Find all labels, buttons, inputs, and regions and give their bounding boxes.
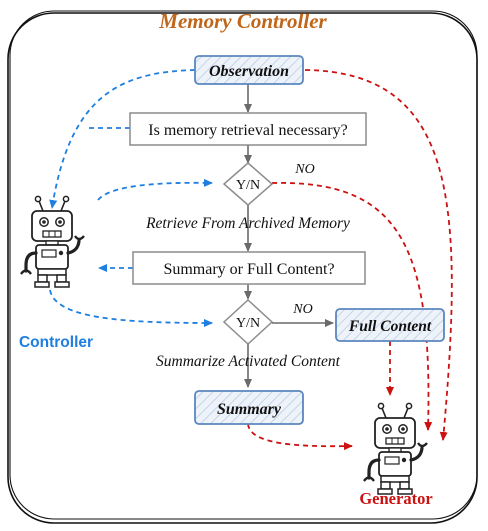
full-content-label: Full Content <box>348 318 432 335</box>
decision-1-label: Y/N <box>236 178 260 193</box>
decision-1-no-label: NO <box>294 162 314 177</box>
arrow-controller-to-decision-2 <box>49 289 213 327</box>
summarize-label: Summarize Activated Content <box>156 353 341 370</box>
decision-2-label: Y/N <box>236 316 260 331</box>
controller-label: Controller <box>19 334 93 351</box>
memory-question-box <box>129 112 367 146</box>
arrow-observation-to-generator <box>304 69 453 441</box>
diagram-title: Memory Controller <box>158 9 327 33</box>
arrow-summary-to-generator <box>247 423 353 451</box>
summary-question-box <box>132 251 366 285</box>
decision-2-diamond <box>222 298 274 346</box>
outer-frame-shadow <box>9 10 478 520</box>
arrow-observation-to-controller <box>49 69 196 209</box>
decision-1-diamond <box>222 162 274 206</box>
controller-robot-icon <box>19 194 86 289</box>
retrieve-label: Retrieve From Archived Memory <box>145 215 350 232</box>
memory-question-label: Is memory retrieval necessary? <box>148 122 347 139</box>
decision-2-no-label: NO <box>292 302 312 317</box>
observation-box <box>194 55 304 85</box>
generator-label: Generator <box>359 489 432 508</box>
full-content-box <box>335 308 445 342</box>
observation-label: Observation <box>209 63 289 80</box>
arrow-controller-to-decision <box>97 178 213 201</box>
generator-robot-icon <box>362 401 429 496</box>
summary-question-label: Summary or Full Content? <box>163 261 334 278</box>
summary-label: Summary <box>217 401 282 418</box>
summary-box <box>194 390 304 425</box>
arrow-no-to-generator <box>271 182 433 431</box>
